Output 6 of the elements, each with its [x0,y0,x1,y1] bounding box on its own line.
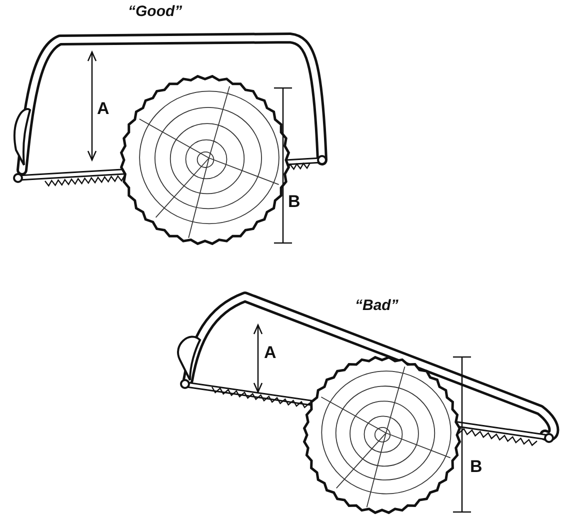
dimension-label: A [97,100,110,117]
dimension-label: A [264,344,276,361]
dimension-label: B [288,193,300,210]
caption-label: “Good” [128,4,182,19]
dimension-label: B [470,458,482,475]
caption-label: “Bad” [355,298,398,313]
